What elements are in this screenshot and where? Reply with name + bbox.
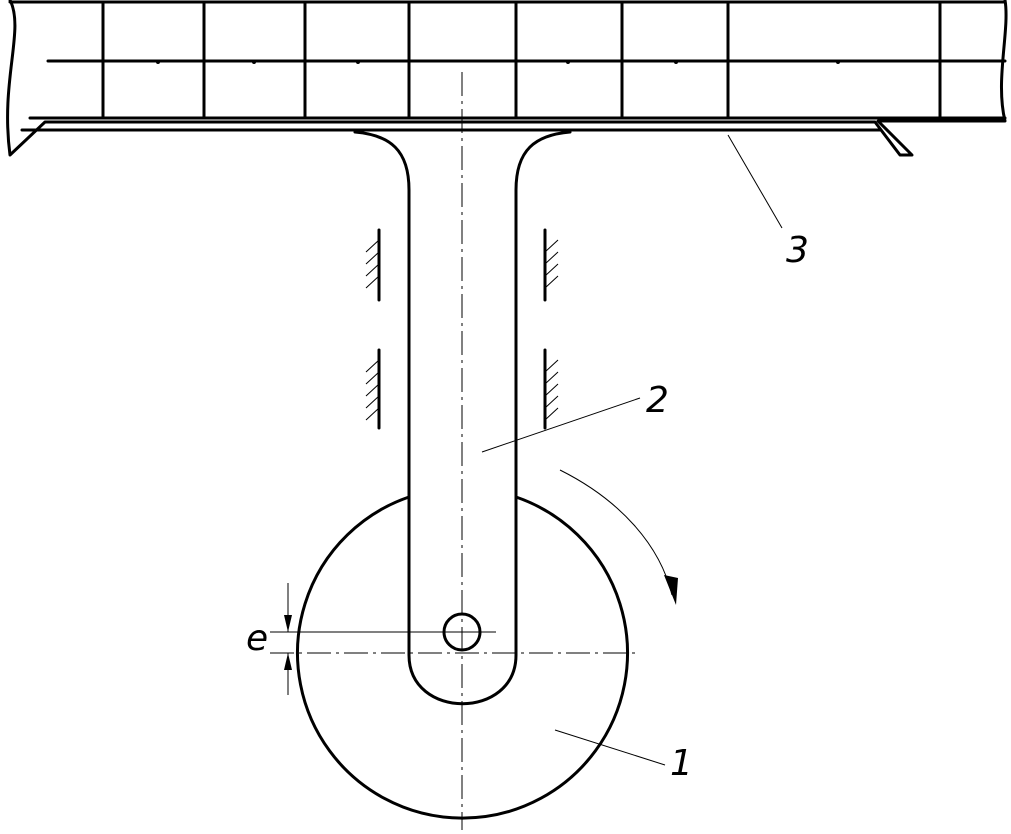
label-part-2: 2 (646, 380, 669, 421)
leader-3 (727, 134, 783, 229)
table-plate (6, 0, 1008, 157)
leader-1 (554, 729, 666, 766)
center-lines (270, 72, 640, 830)
leader-lines (481, 134, 783, 766)
eccentricity-dimension (284, 583, 292, 695)
table-grid (46, 0, 1007, 120)
label-part-1: 1 (670, 743, 693, 784)
leader-2 (481, 397, 641, 453)
table-outline (6, 0, 1008, 157)
rod-guides (365, 228, 559, 430)
label-part-3: 3 (786, 230, 809, 271)
grid-markers (156, 60, 840, 64)
rotation-arrow (559, 469, 678, 605)
label-eccentricity: e (246, 618, 268, 659)
